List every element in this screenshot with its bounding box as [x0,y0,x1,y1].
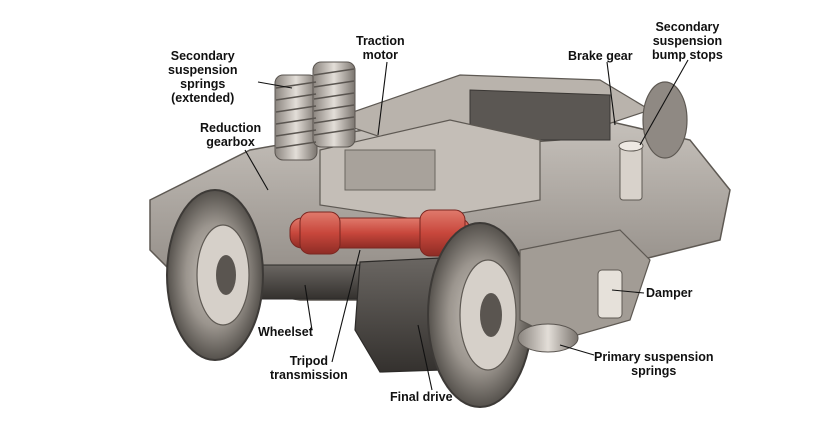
tripod-shaft-shape [289,209,471,257]
bump-stops-shape [618,81,688,201]
axlebox-shape [517,229,651,353]
label-final-drive: Final drive [390,390,453,404]
label-reduction-gearbox: Reduction gearbox [200,121,262,149]
left-wheel-shape [166,189,264,361]
label-wheelset: Wheelset [258,325,313,339]
leader-bump-stops [639,59,689,146]
label-brake-gear: Brake gear [568,49,633,63]
label-primary-springs: Primary suspension springs [594,350,714,378]
right-wheel-shape [427,222,533,408]
leader-traction-motor [377,61,388,136]
traction-motor-shape [319,119,541,221]
secondary-springs-shape [274,61,356,161]
label-traction-motor: Traction motor [356,34,405,62]
label-bump-stops: Secondary suspension bump stops [652,20,723,62]
leader-lines [244,59,689,391]
leader-tripod [331,249,361,363]
leader-final-drive [417,324,433,391]
leader-secondary-springs [257,81,293,89]
leader-brake-gear [606,61,616,126]
leader-damper [611,289,645,294]
label-secondary-springs: Secondary suspension springs (extended) [168,49,238,105]
label-tripod-transmission: Tripod transmission [270,354,348,382]
label-damper: Damper [646,286,693,300]
leader-wheelset [304,284,313,331]
leader-primary-springs [559,344,595,356]
leader-reduction-gearbox [244,149,269,191]
